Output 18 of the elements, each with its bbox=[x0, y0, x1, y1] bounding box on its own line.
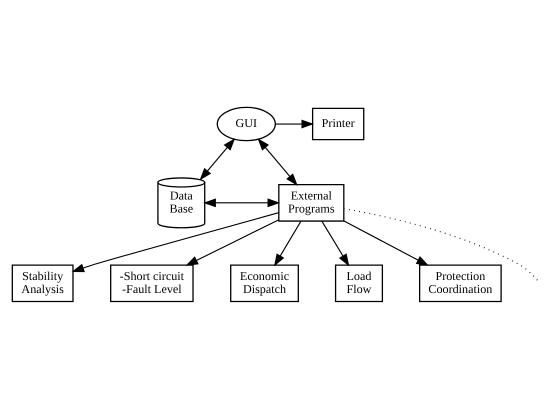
node-box: Stability Analysis bbox=[12, 264, 74, 302]
arrow bbox=[344, 220, 429, 266]
node-box: Printer bbox=[312, 108, 364, 140]
node-box: -Short circuit -Fault Level bbox=[110, 264, 194, 302]
arrow bbox=[200, 138, 236, 180]
node-box: Load Flow bbox=[334, 264, 384, 302]
arrow bbox=[274, 220, 302, 266]
node-box: External Programs bbox=[278, 184, 344, 222]
arrow bbox=[72, 212, 279, 272]
connector bbox=[344, 208, 540, 283]
arrow bbox=[275, 120, 314, 128]
node-ellipse: GUI bbox=[216, 106, 276, 142]
arrow bbox=[203, 198, 280, 208]
arrow bbox=[185, 219, 279, 266]
arrow bbox=[321, 220, 350, 266]
node-box: Economic Dispatch bbox=[230, 264, 299, 302]
node-box: Protection Coordination bbox=[419, 264, 502, 302]
arrow bbox=[257, 138, 298, 186]
